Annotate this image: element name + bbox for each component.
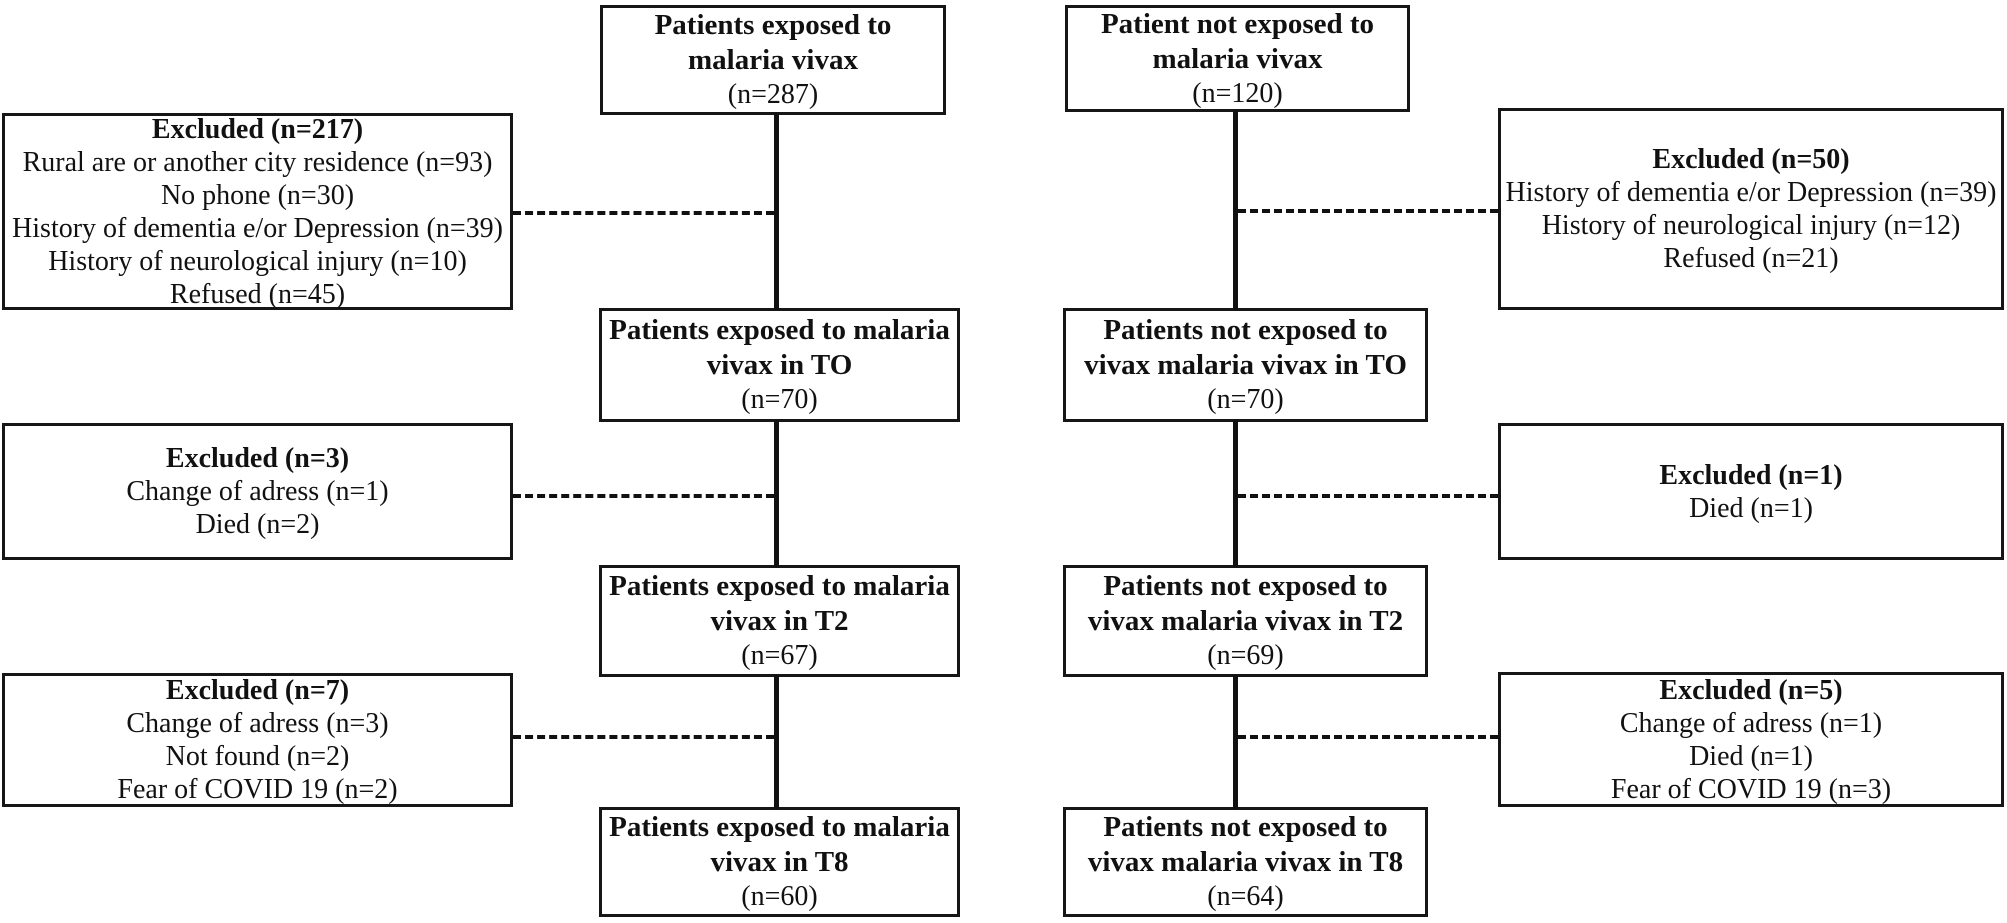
dashed-connector-exposed-3 (513, 735, 774, 739)
box-title-line: vivax in T2 (710, 605, 849, 637)
box-title-line: vivax malaria vivax in TO (1084, 349, 1407, 381)
excluded-item: Refused (n=21) (1663, 243, 1839, 274)
excluded-box-exposed-3: Excluded (n=7) Change of adress (n=3) No… (2, 673, 513, 807)
flow-box-exposed-t8: Patients exposed to malaria vivax in T8 … (599, 807, 960, 917)
excluded-item: Refused (n=45) (169, 278, 346, 310)
box-title-line: malaria vivax (688, 44, 858, 76)
box-title-line: Patients exposed to malaria (609, 570, 950, 602)
excluded-item: History of neurological injury (n=12) (1541, 210, 1961, 241)
excluded-box-notexposed-2: Excluded (n=1) Died (n=1) (1498, 423, 2004, 560)
excluded-box-exposed-2: Excluded (n=3) Change of adress (n=1) Di… (2, 423, 513, 560)
box-title-line: vivax malaria vivax in T8 (1087, 846, 1404, 878)
box-count: (n=64) (1207, 881, 1284, 912)
box-title-line: Patients not exposed to (1103, 811, 1388, 843)
excluded-item: Rural are or another city residence (n=9… (22, 146, 493, 178)
dashed-connector-exposed-1 (513, 211, 774, 215)
box-title-line: Patient not exposed to (1100, 7, 1375, 40)
excluded-item: History of neurological injury (n=10) (48, 245, 467, 277)
excluded-item: History of dementia e/or Depression (n=3… (1505, 177, 1997, 208)
box-count: (n=67) (741, 640, 818, 671)
box-title-line: Patients exposed to malaria (609, 314, 950, 346)
excluded-title: Excluded (n=1) (1659, 459, 1843, 491)
flow-box-exposed-t2: Patients exposed to malaria vivax in T2 … (599, 565, 960, 677)
box-count: (n=70) (1207, 384, 1284, 415)
dashed-connector-notexposed-2 (1238, 494, 1498, 498)
excluded-title: Excluded (n=3) (165, 443, 350, 474)
box-title-line: Patients not exposed to (1103, 570, 1388, 602)
excluded-item: Change of adress (n=1) (1619, 707, 1883, 739)
connector-notexposed-baseline-t0 (1233, 110, 1238, 310)
excluded-box-exposed-1: Excluded (n=217) Rural are or another ci… (2, 113, 513, 310)
flow-box-notexposed-baseline: Patient not exposed to malaria vivax (n=… (1065, 5, 1410, 112)
excluded-title: Excluded (n=5) (1659, 674, 1843, 706)
box-count: (n=70) (741, 384, 818, 415)
box-title-line: Patients exposed to (654, 9, 892, 41)
excluded-item: Died (n=1) (1689, 740, 1813, 772)
excluded-title: Excluded (n=217) (151, 113, 364, 145)
excluded-item: Died (n=2) (195, 509, 320, 540)
box-title-line: malaria vivax (1152, 42, 1323, 75)
excluded-item: Fear of COVID 19 (n=2) (117, 774, 398, 805)
connector-exposed-t0-t2 (774, 420, 779, 567)
box-title-line: vivax in TO (706, 349, 853, 381)
flow-box-exposed-baseline: Patients exposed to malaria vivax (n=287… (600, 5, 946, 115)
dashed-connector-exposed-2 (513, 494, 774, 498)
flow-box-exposed-t0: Patients exposed to malaria vivax in TO … (599, 308, 960, 422)
excluded-item: Died (n=1) (1689, 492, 1813, 524)
connector-exposed-baseline-t0 (774, 113, 779, 310)
excluded-item: Fear of COVID 19 (n=3) (1610, 773, 1892, 805)
box-count: (n=69) (1207, 640, 1284, 671)
box-title-line: vivax in T8 (710, 846, 849, 878)
box-count: (n=287) (727, 79, 819, 110)
box-count: (n=120) (1192, 77, 1283, 109)
connector-exposed-t2-t8 (774, 675, 779, 809)
flow-box-notexposed-t0: Patients not exposed to vivax malaria vi… (1063, 308, 1428, 422)
excluded-box-notexposed-1: Excluded (n=50) History of dementia e/or… (1498, 108, 2004, 310)
excluded-title: Excluded (n=50) (1652, 144, 1850, 175)
flow-box-notexposed-t2: Patients not exposed to vivax malaria vi… (1063, 565, 1428, 677)
excluded-title: Excluded (n=7) (165, 675, 350, 706)
excluded-box-notexposed-3: Excluded (n=5) Change of adress (n=1) Di… (1498, 672, 2004, 807)
flow-box-notexposed-t8: Patients not exposed to vivax malaria vi… (1063, 807, 1428, 917)
excluded-item: Change of adress (n=3) (126, 708, 389, 739)
excluded-item: Change of adress (n=1) (126, 476, 389, 507)
dashed-connector-notexposed-1 (1238, 209, 1498, 213)
box-title-line: Patients not exposed to (1103, 314, 1388, 346)
dashed-connector-notexposed-3 (1238, 735, 1498, 739)
box-title-line: Patients exposed to malaria (609, 811, 950, 843)
box-title-line: vivax malaria vivax in T2 (1087, 605, 1404, 637)
connector-notexposed-t2-t8 (1233, 675, 1238, 809)
excluded-item: Not found (n=2) (165, 741, 350, 772)
connector-notexposed-t0-t2 (1233, 420, 1238, 567)
box-count: (n=60) (741, 881, 818, 912)
excluded-item: History of dementia e/or Depression (n=3… (12, 212, 503, 244)
excluded-item: No phone (n=30) (160, 179, 355, 211)
